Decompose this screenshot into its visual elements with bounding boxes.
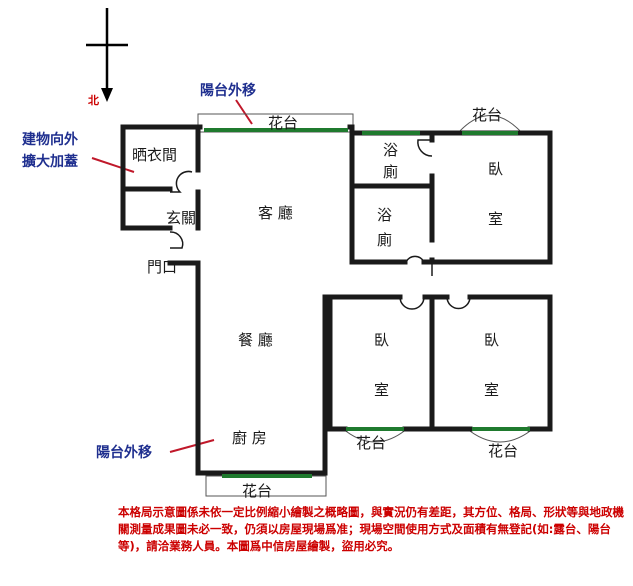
room-dining: 餐 廳 [238,331,273,349]
expansion-label-1: 建物向外 [22,131,78,148]
room-bed3-a: 臥 [484,331,499,349]
doors [169,139,471,310]
room-foyer: 玄關 [166,209,196,227]
balcony-move-top-label: 陽台外移 [200,82,256,99]
windows [204,128,530,478]
room-living: 客 廳 [258,204,293,222]
room-bath2-b: 廁 [377,231,392,249]
room-bath1-b: 廁 [383,163,398,181]
callout-line-expansion [91,157,135,173]
door-bath1-icon [417,139,433,157]
door-bed3-icon [446,296,471,310]
room-laundry: 晒衣間 [132,146,177,164]
planter-bottom-mid: 花台 [356,434,386,452]
door-entrance-icon [169,231,184,249]
room-bath2-a: 浴 [377,206,392,224]
door-bed2-icon [399,296,425,310]
balcony-move-bottom-label: 陽台外移 [96,444,152,461]
room-bed2-a: 臥 [374,331,389,349]
callout-line-bottom [169,439,215,453]
north-label: 北 [88,93,99,107]
room-kitchen: 廚 房 [232,429,267,447]
planter-bottom-right: 花台 [488,442,518,460]
disclaimer-text: 本格局示意圖係未依一定比例縮小繪製之概略圖，與實況仍有差距，其方位、格局、形狀等… [118,505,624,553]
room-bed1-a: 臥 [488,160,503,178]
walls [120,124,553,476]
callout-line-top [235,99,253,125]
planter-top-bedroom: 花台 [472,106,502,124]
planter-top-living: 花台 [268,114,298,132]
room-bed3-b: 室 [484,381,499,399]
planter-bottom-kitchen: 花台 [242,482,272,500]
door-bath2-icon [405,255,425,263]
room-bed2-b: 室 [374,381,389,399]
room-door: 門口 [147,258,177,276]
door-laundry-icon [170,170,193,193]
room-bed1-b: 室 [488,210,503,228]
north-arrow-icon [86,8,128,102]
expansion-label-2: 擴大加蓋 [22,153,78,170]
room-bath1-a: 浴 [383,141,398,159]
